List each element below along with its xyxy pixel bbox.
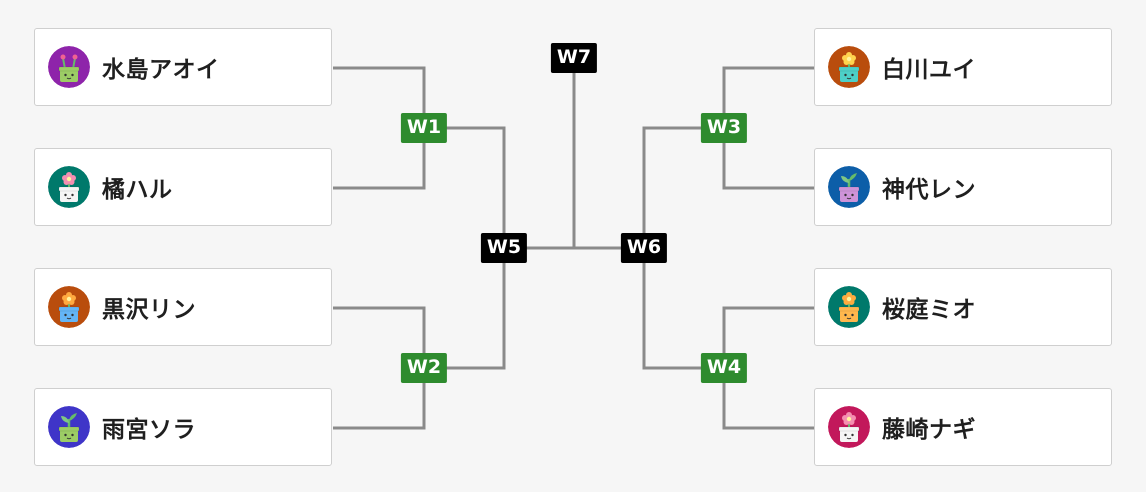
player-name: 雨宮ソラ [102, 417, 196, 443]
player-card[interactable]: 黒沢リン [34, 268, 332, 346]
match-badge-w1[interactable]: W1 [400, 113, 448, 143]
player-card[interactable]: 雨宮ソラ [34, 388, 332, 466]
player-name: 水島アオイ [102, 57, 220, 83]
player-card[interactable]: 桜庭ミオ [814, 268, 1112, 346]
match-badge-w6[interactable]: W6 [620, 233, 668, 263]
player-name: 藤崎ナギ [882, 417, 976, 443]
match-badge-w2[interactable]: W2 [400, 353, 448, 383]
plant-avatar [48, 286, 90, 328]
match-badge-w5[interactable]: W5 [480, 233, 528, 263]
player-card[interactable]: 白川ユイ [814, 28, 1112, 106]
player-card[interactable]: 水島アオイ [34, 28, 332, 106]
plant-avatar [828, 166, 870, 208]
plant-avatar [828, 286, 870, 328]
player-card[interactable]: 藤崎ナギ [814, 388, 1112, 466]
plant-avatar [828, 406, 870, 448]
player-name: 桜庭ミオ [882, 297, 976, 323]
player-name: 神代レン [882, 177, 976, 203]
plant-avatar [48, 46, 90, 88]
player-name: 黒沢リン [102, 297, 196, 323]
match-badge-w4[interactable]: W4 [700, 353, 748, 383]
plant-avatar [48, 406, 90, 448]
player-name: 橘ハル [102, 177, 173, 203]
player-name: 白川ユイ [882, 57, 976, 83]
player-card[interactable]: 橘ハル [34, 148, 332, 226]
match-badge-w3[interactable]: W3 [700, 113, 748, 143]
match-badge-w7[interactable]: W7 [550, 43, 598, 73]
plant-avatar [828, 46, 870, 88]
plant-avatar [48, 166, 90, 208]
player-card[interactable]: 神代レン [814, 148, 1112, 226]
